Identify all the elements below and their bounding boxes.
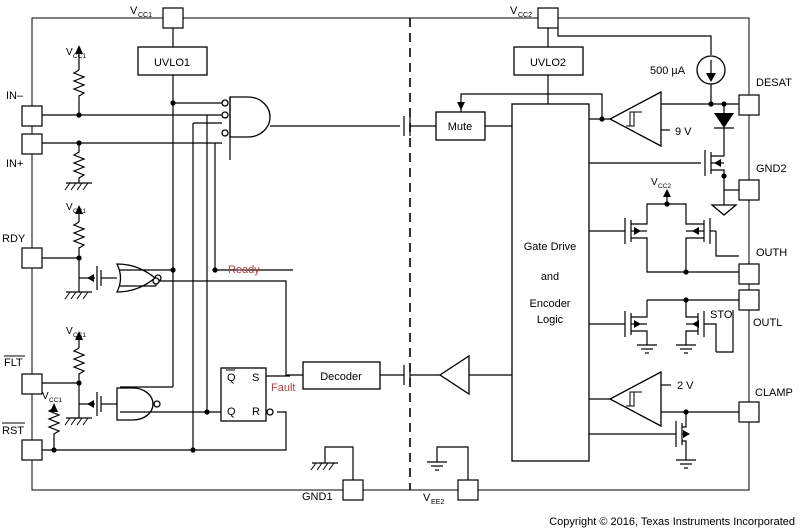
pin-desat: DESAT <box>738 77 792 116</box>
output-vcc2-rail: V CC2 <box>646 177 687 218</box>
flt-vcc1-label: V <box>66 326 73 337</box>
flt-vcc1-subscript: CC1 <box>73 332 86 339</box>
pin-gnd2: GND2 <box>738 163 787 201</box>
pin-vcc1-label: V <box>130 5 138 17</box>
decoder-block: Decoder <box>302 361 381 390</box>
rst-vcc1-subscript: CC1 <box>49 397 62 404</box>
outh-pmos-left <box>589 218 739 273</box>
output-vcc2-label: V <box>651 177 658 188</box>
latch-q-bar-label: Q <box>227 372 236 384</box>
flt-pullup: V CC1 <box>66 326 86 383</box>
isolation-capacitor-bottom <box>403 365 411 385</box>
pin-vcc2-label: V <box>510 5 518 17</box>
pin-gnd1: GND1 <box>302 479 364 503</box>
pin-desat-label: DESAT <box>756 77 792 89</box>
pin-rdy-label: RDY <box>2 233 26 245</box>
gate-drive-label-4: Logic <box>537 314 564 326</box>
in-minus-pullup: V CC1 <box>66 45 86 115</box>
pin-flt: FLT <box>4 355 43 395</box>
current-source-label: 500 µA <box>650 65 686 77</box>
uvlo1-label: UVLO1 <box>154 57 190 69</box>
pin-in-minus: IN– <box>6 90 43 127</box>
clamp-comparator: 2 V <box>608 370 694 428</box>
sto-label: STO <box>710 309 733 321</box>
pin-vcc1: V CC1 <box>130 5 184 29</box>
latch-s-label: S <box>252 372 259 384</box>
pin-outh-label: OUTH <box>756 247 787 259</box>
rst-vcc1-label: V <box>42 391 49 402</box>
sr-latch: Q S Q R <box>220 367 274 422</box>
clamp-threshold-label: 2 V <box>677 380 694 392</box>
pin-outh: OUTH <box>738 247 787 285</box>
pin-in-plus-label: IN+ <box>6 158 23 170</box>
receive-buffer <box>438 354 470 396</box>
gnd1-ground-symbol <box>310 446 354 480</box>
pin-gnd1-label: GND1 <box>302 491 333 503</box>
pin-vcc1-subscript: CC1 <box>138 12 152 19</box>
in-minus-vcc1-label: V <box>66 47 73 58</box>
rdy-transistor <box>64 258 117 300</box>
pin-rst-label: RST <box>2 425 24 437</box>
desat-diode <box>714 104 734 148</box>
pin-flt-label: FLT <box>4 357 23 369</box>
fault-signal-label: Fault <box>271 382 295 394</box>
uvlo1-block <box>137 46 208 76</box>
pin-clamp-label: CLAMP <box>755 387 793 399</box>
in-plus-pulldown <box>64 143 92 191</box>
desat-discharge-transistor <box>589 148 727 190</box>
vee2-ground-symbol <box>427 446 469 480</box>
pin-rst: RST <box>2 422 43 461</box>
in-minus-vcc1-subscript: CC1 <box>73 53 86 60</box>
rst-vcc1-label-group: V CC1 <box>42 391 62 404</box>
gate-drive-label-2: and <box>541 271 559 283</box>
pin-gnd2-label: GND2 <box>756 163 787 175</box>
current-source: 500 µA <box>650 55 726 85</box>
uvlo2-label: UVLO2 <box>530 57 566 69</box>
desat-comparator: 9 V <box>608 90 692 148</box>
isolation-capacitor-top <box>403 116 411 136</box>
ready-signal-label: Ready <box>228 264 260 276</box>
latch-q-label: Q <box>227 406 236 418</box>
pin-outl-label: OUTL <box>753 317 782 329</box>
outl-nmos-left <box>589 300 657 354</box>
clamp-transistor <box>589 412 696 469</box>
decoder-label: Decoder <box>320 371 362 383</box>
copyright-notice: Copyright © 2016, Texas Instruments Inco… <box>549 516 795 528</box>
gate-drive-label-3: Encoder <box>530 298 571 310</box>
pin-vee2-subscript: EE2 <box>431 499 444 506</box>
mute-block: Mute <box>435 111 486 141</box>
pin-vcc2: V CC2 <box>510 5 559 29</box>
output-vcc2-subscript: CC2 <box>658 183 671 190</box>
pin-clamp: CLAMP <box>738 387 793 423</box>
gate-drive-label-1: Gate Drive <box>524 241 577 253</box>
rdy-vcc1-label: V <box>66 202 73 213</box>
pin-vcc2-subscript: CC2 <box>518 12 532 19</box>
rdy-vcc1-subscript: CC1 <box>73 208 86 215</box>
gate-drive-block: Gate Drive and Encoder Logic <box>511 103 590 462</box>
desat-threshold-label: 9 V <box>675 126 692 138</box>
pin-vee2: V EE2 <box>423 479 479 506</box>
flt-transistor <box>64 383 117 426</box>
mute-label: Mute <box>448 121 472 133</box>
flt-nand-gate <box>116 387 161 421</box>
rdy-pullup: V CC1 <box>66 202 86 258</box>
uvlo2-block <box>513 46 584 76</box>
pin-in-plus: IN+ <box>6 133 43 170</box>
pin-outl: OUTL <box>738 289 782 329</box>
pin-vee2-label: V <box>423 492 431 504</box>
pin-rdy: RDY <box>2 233 43 269</box>
outl-nmos-right: STO <box>676 300 733 354</box>
pin-in-minus-label: IN– <box>6 90 24 102</box>
outh-pmos-right <box>683 218 739 275</box>
input-and-gate <box>221 96 271 160</box>
latch-r-label: R <box>252 406 260 418</box>
gnd2-ground-symbol <box>710 190 738 216</box>
